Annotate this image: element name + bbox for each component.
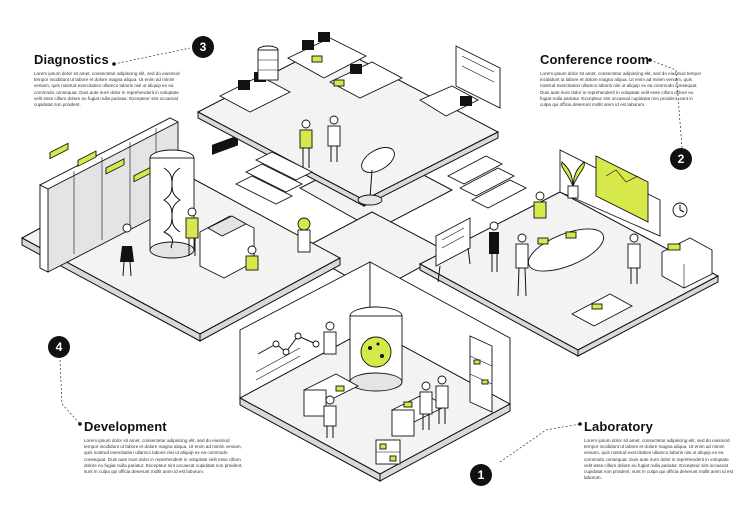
label-laboratory: Laboratory Lorem ipsum dolor sit amet, c… (584, 419, 734, 481)
section-description: Lorem ipsum dolor sit amet, consectetur … (34, 71, 180, 108)
label-conference-room: Conference room Lorem ipsum dolor sit am… (540, 52, 705, 108)
molecule-diagram (255, 332, 320, 381)
satellite-dish (357, 147, 395, 206)
label-diagnostics: Diagnostics Lorem ipsum dolor sit amet, … (34, 52, 184, 108)
server-tower (257, 45, 279, 81)
section-description: Lorem ipsum dolor sit amet, consectetur … (584, 438, 734, 481)
virus-cylinder (349, 306, 403, 392)
wall-screen (595, 155, 649, 223)
badge-1: 1 (470, 464, 492, 486)
lab-shelf (469, 335, 493, 413)
wall-board (455, 45, 501, 109)
section-description: Lorem ipsum dolor sit amet, consectetur … (84, 438, 243, 475)
section-title: Diagnostics (34, 52, 109, 67)
water-cooler (297, 217, 311, 253)
conference-room (418, 149, 720, 357)
whiteboard (435, 217, 471, 283)
badge-2: 2 (670, 148, 692, 170)
section-title: Laboratory (584, 419, 653, 434)
bench (571, 293, 633, 327)
plant (561, 161, 585, 199)
cabinet (661, 237, 713, 289)
badge-4: 4 (48, 336, 70, 358)
lab-cart (375, 439, 401, 465)
stairs-right (447, 155, 527, 209)
office-people (299, 115, 341, 168)
conference-people (489, 191, 641, 297)
laboratory-room (238, 261, 512, 482)
desks (219, 32, 479, 117)
leader-lines (59, 47, 683, 463)
server-racks (39, 117, 179, 273)
lab-scientists (323, 321, 449, 438)
control-console (199, 135, 255, 279)
diagnostics-people (120, 207, 259, 277)
section-title: Conference room (540, 52, 650, 67)
wall-clock (672, 202, 688, 218)
section-title: Development (84, 419, 167, 434)
dna-cylinder (149, 149, 195, 259)
label-development: Development Lorem ipsum dolor sit amet, … (84, 419, 244, 475)
stairs-left (234, 151, 314, 205)
conference-table (527, 228, 605, 272)
diagnostics-room (20, 117, 342, 342)
lab-benches (303, 373, 447, 437)
section-description: Lorem ipsum dolor sit amet, consectetur … (540, 71, 702, 108)
badge-3: 3 (192, 36, 214, 58)
